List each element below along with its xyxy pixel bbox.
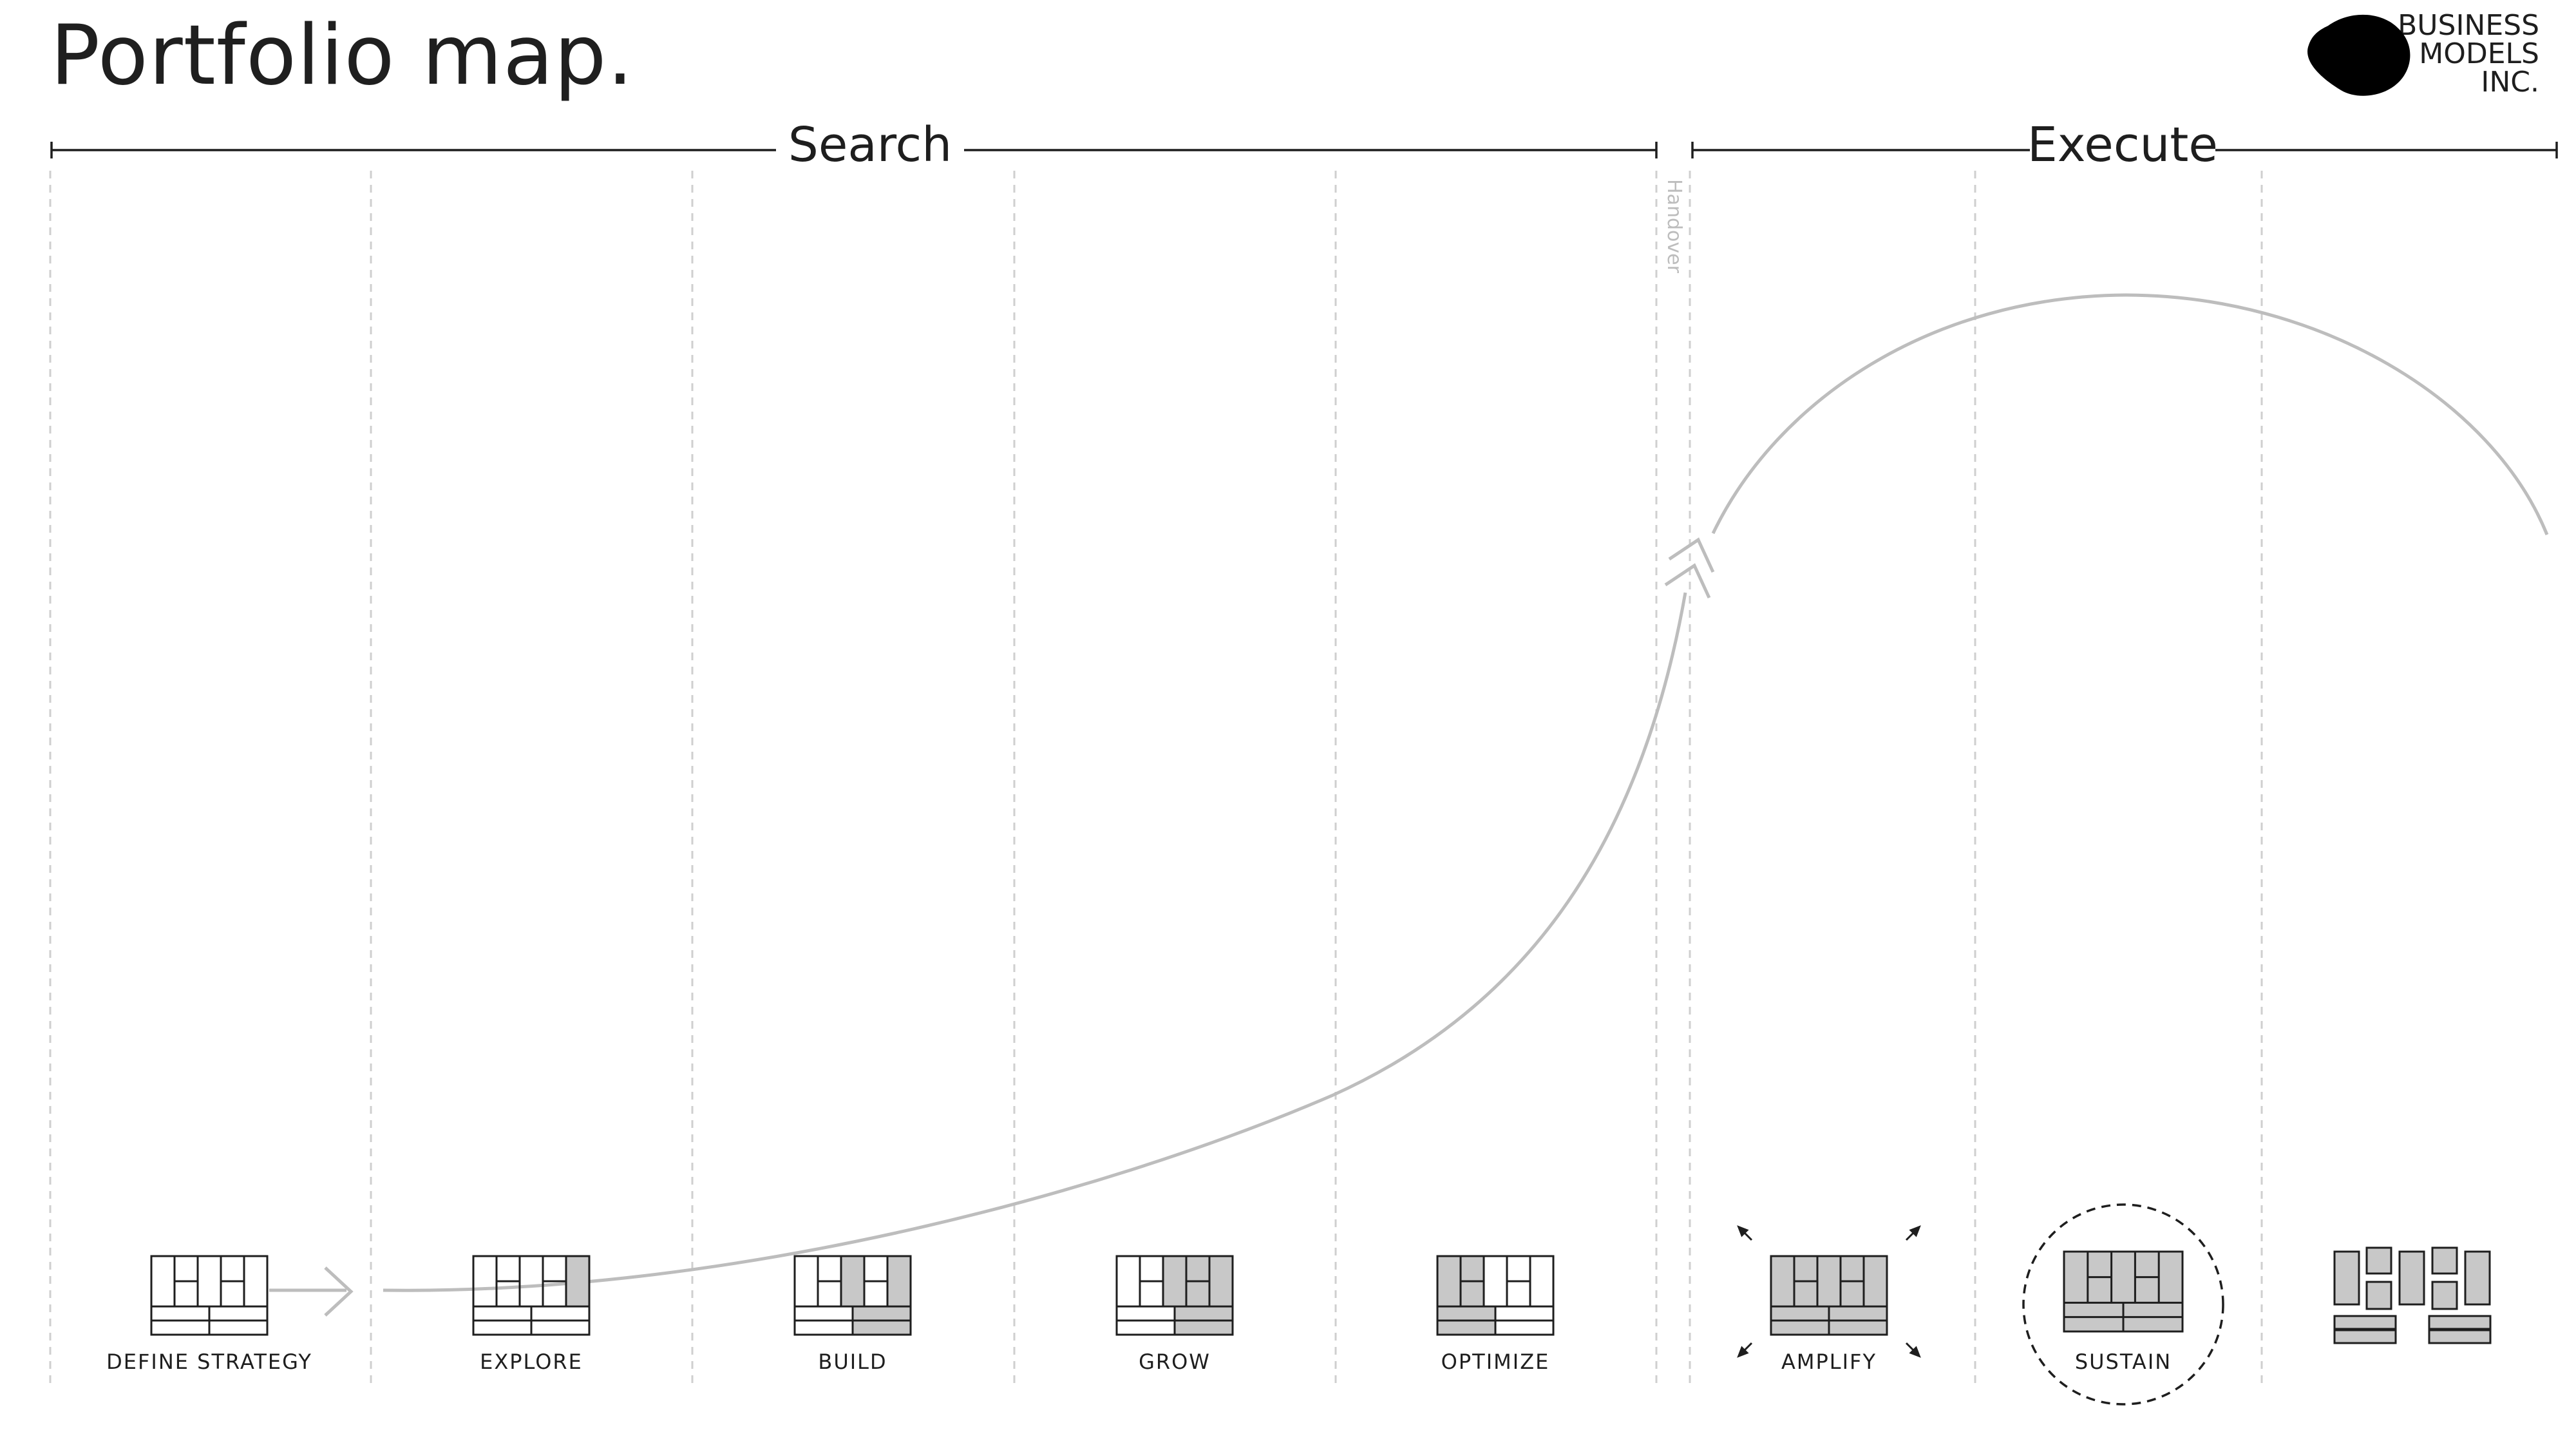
stage-label-sustain: SUSTAIN	[2075, 1350, 2172, 1374]
amplify-canvas-icon	[1770, 1255, 1888, 1336]
page-title: Portfolio map.	[50, 8, 634, 104]
stage-label-amplify: AMPLIFY	[1781, 1350, 1877, 1374]
search-phase-label: Search	[788, 117, 952, 173]
stage-label-define-strategy: DEFINE STRATEGY	[106, 1350, 312, 1374]
grow-canvas-icon	[1115, 1255, 1234, 1336]
optimize-canvas-icon	[1436, 1255, 1555, 1336]
handover-chevron-2	[1664, 563, 1711, 599]
execute-phase-bracket	[1691, 142, 2558, 158]
stage-label-optimize: OPTIMIZE	[1441, 1350, 1550, 1374]
stage-labels: DEFINE STRATEGY EXPLORE BUILD GROW OPTIM…	[106, 1350, 2172, 1374]
explore-canvas-icon	[472, 1255, 591, 1336]
sustain-circle-icon	[2022, 1203, 2224, 1406]
logo-line-3: INC.	[2481, 66, 2539, 99]
define-to-explore-arrowhead	[324, 1266, 354, 1317]
stage-label-grow: GROW	[1139, 1350, 1211, 1374]
logo-line-1: BUSINESS	[2398, 9, 2539, 42]
amplify-arrows-icon	[1737, 1225, 1921, 1358]
handover-label: Handover	[1663, 179, 1685, 274]
stage-label-build: BUILD	[818, 1350, 887, 1374]
blob-logo-icon	[2307, 14, 2410, 96]
column-guides	[49, 171, 2263, 1385]
logo-line-2: MODELS	[2419, 37, 2539, 70]
search-phase-bracket	[50, 142, 1658, 158]
growth-curves	[269, 293, 2549, 1317]
build-canvas-icon	[793, 1255, 912, 1336]
define-strategy-canvas-icon	[150, 1255, 269, 1336]
sustain-canvas-icon	[2063, 1250, 2184, 1333]
stage-label-explore: EXPLORE	[480, 1350, 583, 1374]
search-growth-curve	[383, 592, 1687, 1292]
disassembled-canvas-icon	[2333, 1246, 2492, 1344]
handover-chevron-1	[1668, 537, 1715, 573]
company-logo: BUSINESS MODELS INC.	[2398, 12, 2539, 97]
execute-growth-curve	[1711, 293, 2549, 535]
stage-icons	[150, 1203, 2492, 1406]
execute-phase-label: Execute	[2027, 117, 2218, 173]
